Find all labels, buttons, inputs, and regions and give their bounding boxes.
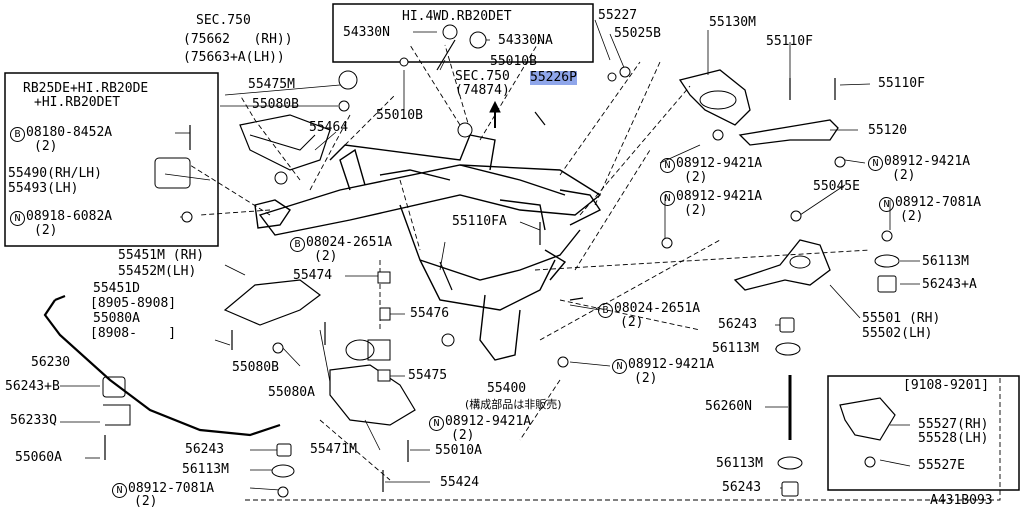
label-56113m-c[interactable]: 56113M <box>712 341 759 356</box>
label-55471m[interactable]: 55471M <box>310 442 357 457</box>
label-55528lh[interactable]: 55528(LH) <box>918 431 989 446</box>
sec750-title: SEC.750 <box>196 13 251 28</box>
qty-08912-7081a: (2) <box>900 209 924 224</box>
nut-symbol-icon: N <box>868 156 883 171</box>
label-55010b-a[interactable]: 55010B <box>490 54 537 69</box>
label-55527rh[interactable]: 55527(RH) <box>918 417 989 432</box>
label-55424[interactable]: 55424 <box>440 475 480 490</box>
label-55025b[interactable]: 55025B <box>614 26 661 41</box>
label-55452m[interactable]: 55452M(LH) <box>118 264 197 279</box>
label-55080a-b[interactable]: 55080A <box>268 385 315 400</box>
label-56260n[interactable]: 56260N <box>705 399 752 414</box>
label-55400[interactable]: 55400 <box>487 381 527 396</box>
label-55130m[interactable]: 55130M <box>709 15 756 30</box>
label-55110f-b[interactable]: 55110F <box>878 76 925 91</box>
qty-08918: (2) <box>34 223 58 238</box>
label-8905-8908: [8905-8908] <box>90 296 177 311</box>
hi4wd-box-title: HI.4WD.RB20DET <box>402 9 512 24</box>
label-56233q[interactable]: 56233Q <box>10 413 57 428</box>
label-55490[interactable]: 55490(RH/LH) <box>8 166 102 181</box>
bolt-symbol-icon: B <box>290 237 305 252</box>
qty-08912-a: (2) <box>684 170 708 185</box>
label-56243-c[interactable]: 56243 <box>722 480 762 495</box>
label-54330na[interactable]: 54330NA <box>498 33 553 48</box>
nut-symbol-icon: N <box>612 359 627 374</box>
label-55475[interactable]: 55475 <box>408 368 448 383</box>
nut-symbol-icon: N <box>660 191 675 206</box>
label-55400-note: (構成部品は非販売) <box>465 398 562 411</box>
label-55476[interactable]: 55476 <box>410 306 450 321</box>
nut-symbol-icon: N <box>660 158 675 173</box>
diagram-id: A431B093 <box>930 493 993 508</box>
label-56230[interactable]: 56230 <box>31 355 71 370</box>
label-55120[interactable]: 55120 <box>868 123 908 138</box>
sec750-rh: (75662 (RH)) <box>183 32 293 47</box>
nut-symbol-icon: N <box>879 197 894 212</box>
nut-symbol-icon: N <box>10 211 25 226</box>
label-55501[interactable]: 55501 (RH) <box>862 311 941 326</box>
label-55493[interactable]: 55493(LH) <box>8 181 79 196</box>
label-56113m-a[interactable]: 56113M <box>182 462 229 477</box>
label-55110fa[interactable]: 55110FA <box>452 214 507 229</box>
rb25de-box-title-2: +HI.RB20DET <box>34 95 121 110</box>
label-56113m-b[interactable]: 56113M <box>922 254 969 269</box>
label-55080b-b[interactable]: 55080B <box>232 360 279 375</box>
label-56243b[interactable]: 56243+B <box>5 379 60 394</box>
label-55451d[interactable]: 55451D <box>93 281 140 296</box>
qty-08024-a: (2) <box>314 249 338 264</box>
qty-08912-b: (2) <box>892 168 916 183</box>
label-55475m[interactable]: 55475M <box>248 77 295 92</box>
label-8908: [8908- ] <box>90 326 177 341</box>
label-55010b-b[interactable]: 55010B <box>376 108 423 123</box>
label-55502[interactable]: 55502(LH) <box>862 326 933 341</box>
sec750b-title: SEC.750 <box>455 69 510 84</box>
label-56243-a[interactable]: 56243 <box>185 442 225 457</box>
label-55226p-highlighted[interactable]: 55226P <box>530 70 577 85</box>
label-56113m-d[interactable]: 56113M <box>716 456 763 471</box>
nut-symbol-icon: N <box>429 416 444 431</box>
label-56243a[interactable]: 56243+A <box>922 277 977 292</box>
qty-08912-e: (2) <box>634 371 658 386</box>
label-55110f-a[interactable]: 55110F <box>766 34 813 49</box>
nut-symbol-icon: N <box>112 483 127 498</box>
qty-08912-d: (2) <box>451 428 475 443</box>
label-55080b-a[interactable]: 55080B <box>252 97 299 112</box>
sec750b-sub: (74874) <box>455 83 510 98</box>
bolt-symbol-icon: B <box>10 127 25 142</box>
qty-08180: (2) <box>34 139 58 154</box>
label-55464[interactable]: 55464 <box>309 120 349 135</box>
bolt-symbol-icon: B <box>598 303 613 318</box>
label-55451m[interactable]: 55451M (RH) <box>118 248 205 263</box>
date-box-title: [9108-9201] <box>903 378 990 393</box>
label-56243-b[interactable]: 56243 <box>718 317 758 332</box>
label-55045e[interactable]: 55045E <box>813 179 860 194</box>
qty-08912-7081b: (2) <box>134 494 158 509</box>
label-55474[interactable]: 55474 <box>293 268 333 283</box>
label-54330n[interactable]: 54330N <box>343 25 390 40</box>
label-55080a-a[interactable]: 55080A <box>93 311 140 326</box>
label-55527e[interactable]: 55527E <box>918 458 965 473</box>
label-55010a[interactable]: 55010A <box>435 443 482 458</box>
sec750-lh: (75663+A(LH)) <box>183 50 285 65</box>
qty-08024-b: (2) <box>620 315 644 330</box>
label-55060a[interactable]: 55060A <box>15 450 62 465</box>
qty-08912-c: (2) <box>684 203 708 218</box>
label-55227[interactable]: 55227 <box>598 8 638 23</box>
rb25de-box-title-1: RB25DE+HI.RB20DE <box>23 81 149 96</box>
